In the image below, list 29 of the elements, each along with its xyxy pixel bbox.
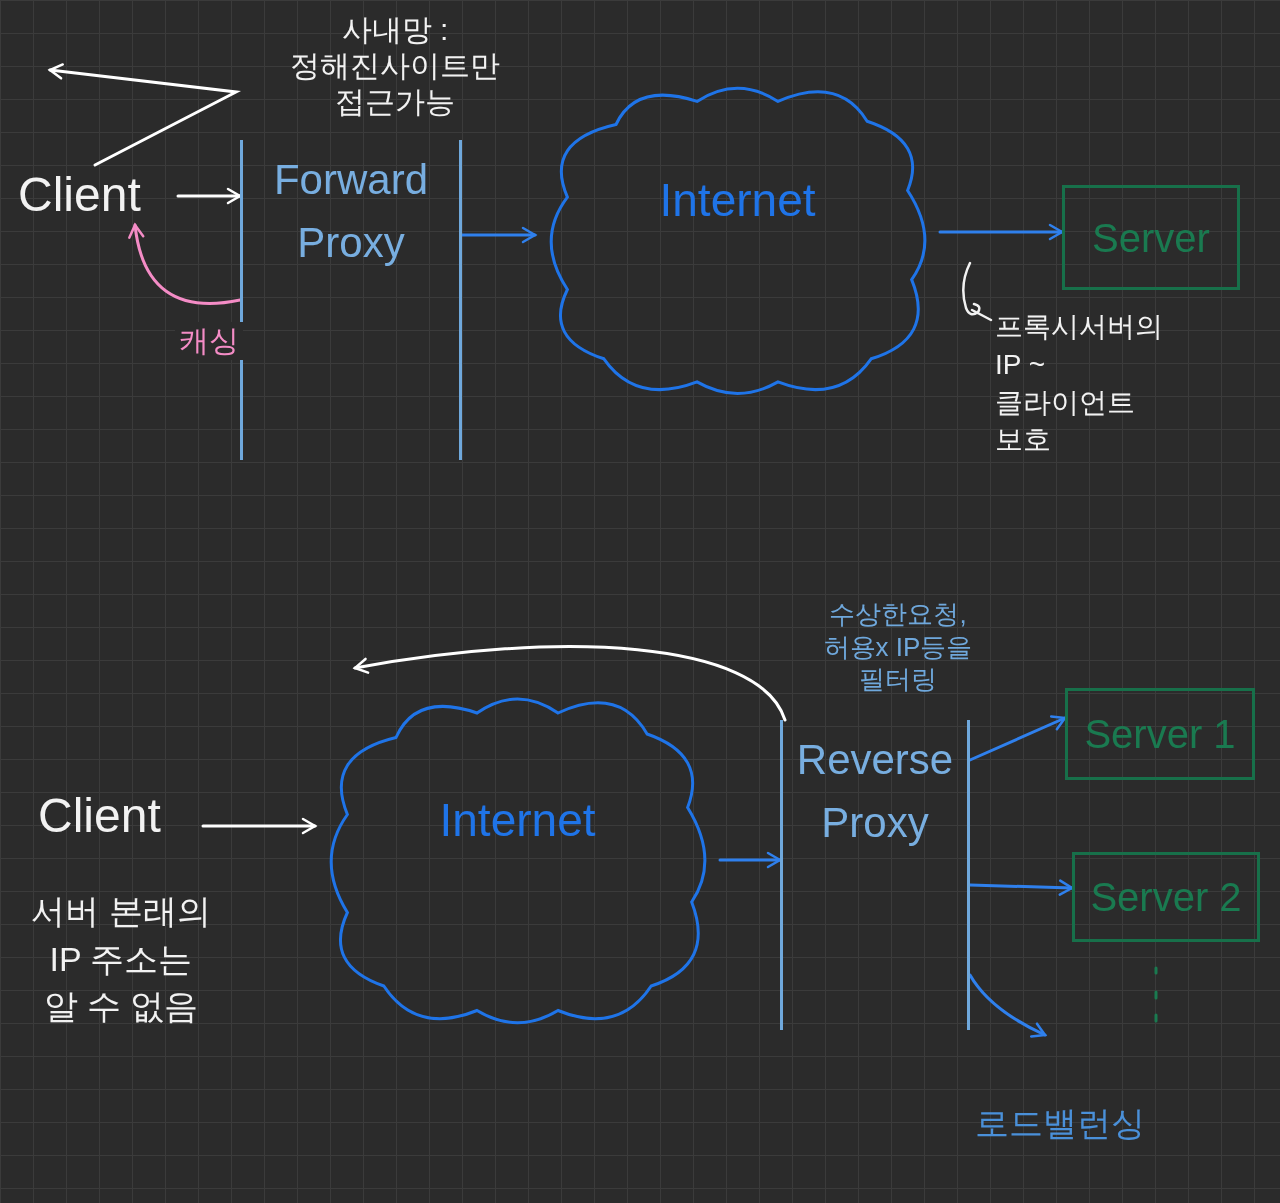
annotation-text: 수상한요청, 허용x IP등을 필터링: [822, 598, 974, 696]
client-label: Client: [18, 165, 178, 225]
arrow: [176, 187, 242, 205]
cloud-label: Internet: [439, 792, 596, 848]
client-label: Client: [38, 785, 203, 847]
note-text: 서버 본래의 IP 주소는 알 수 없음: [30, 891, 212, 1028]
arrow: [48, 63, 242, 167]
edge-label: 캐싱: [175, 322, 243, 360]
arrow: [128, 223, 242, 305]
arrow: [968, 715, 1067, 762]
arrow: [353, 645, 787, 722]
cloud-label: Internet: [659, 172, 816, 228]
server-box: [1065, 688, 1255, 780]
arrow: [201, 817, 317, 835]
proxy-label: Reverse Proxy: [795, 735, 955, 848]
arrow: [968, 879, 1074, 896]
server-box: [1062, 185, 1240, 290]
note-text: 로드밸런싱: [975, 1103, 1146, 1144]
server-box: [1072, 852, 1260, 942]
server-label: Server 2: [1090, 874, 1242, 921]
server-label: Server: [1092, 214, 1210, 262]
note-text: 사내망 : 정해진사이트만 접근가능: [289, 12, 501, 120]
note-text: 프록시서버의 IP ~ 클라이언트 보호: [995, 310, 1164, 458]
proxy-label: Forward Proxy: [272, 155, 429, 268]
arrow: [938, 223, 1064, 241]
arrow: [718, 851, 782, 869]
arrow: [460, 226, 537, 244]
arrow: [968, 973, 1047, 1038]
server-label: Server 1: [1084, 711, 1236, 758]
